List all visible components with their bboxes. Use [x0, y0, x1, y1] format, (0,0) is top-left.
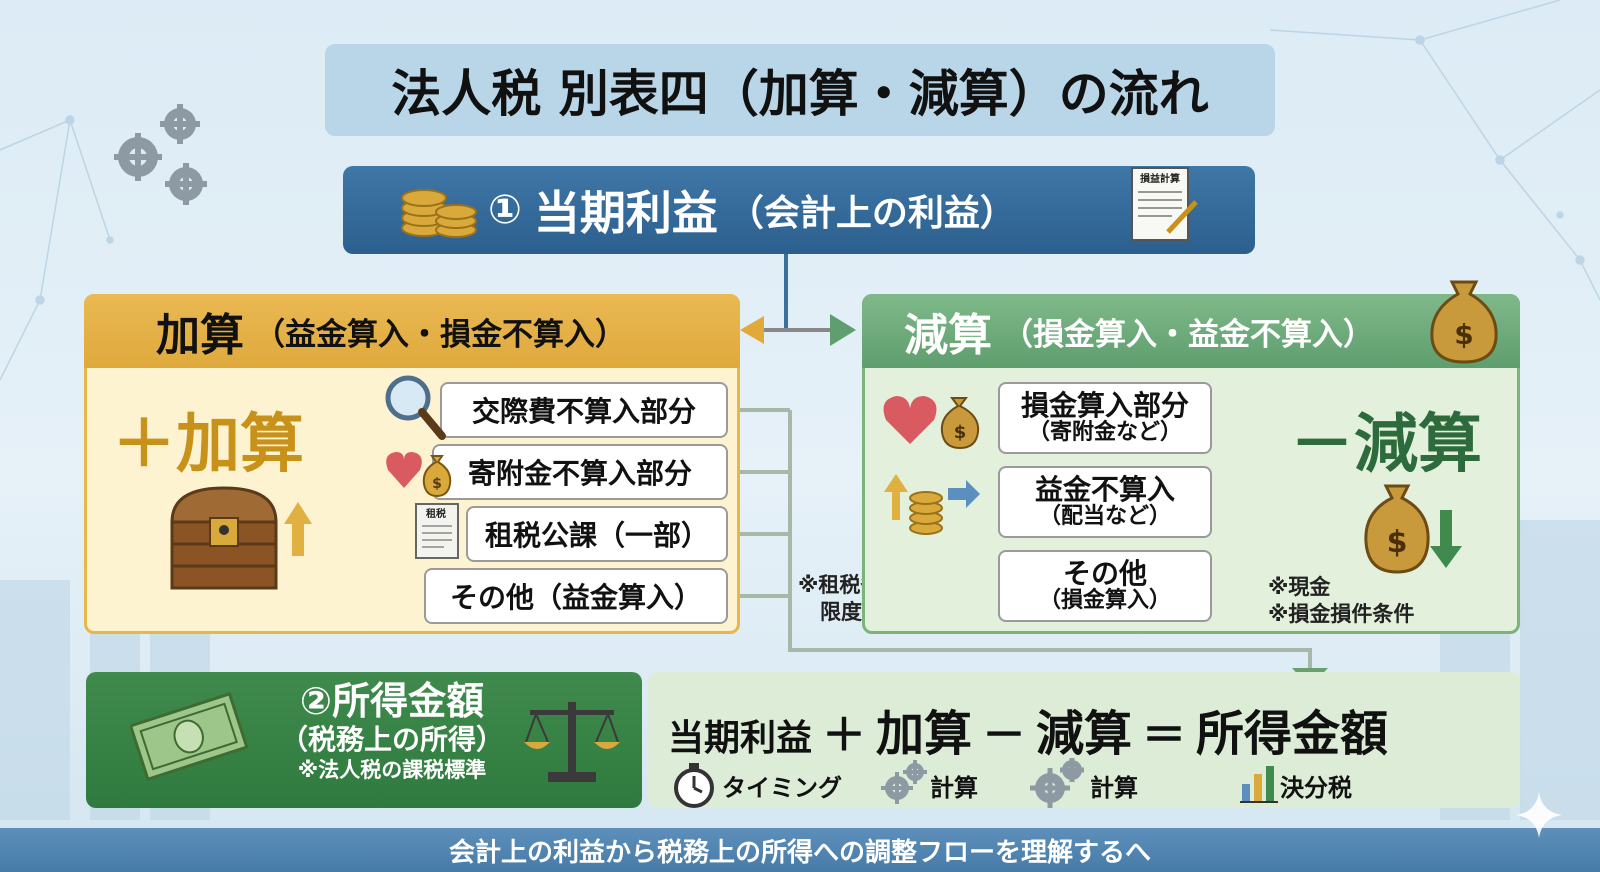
subtraction-item-sub: （配当など）: [1038, 504, 1171, 530]
svg-text:$: $: [954, 422, 967, 443]
money-bag-down-icon: $: [1364, 484, 1462, 574]
subtraction-item-sub: （寄附金など）: [1027, 420, 1182, 446]
addition-item-entertainment: 交際費不算入部分: [440, 382, 728, 438]
sparkle-icon: [1516, 792, 1562, 838]
addition-subtitle: （益金算入・損金不算入）: [254, 316, 626, 353]
footer-text: 会計上の利益から税務上の所得への調整フローを理解するへ: [448, 837, 1151, 868]
money-bag-icon: $: [1430, 280, 1498, 364]
banknote-icon: [130, 691, 249, 782]
subtraction-item-revenue-exclusion: 益金不算入 （配当など）: [998, 466, 1212, 538]
gear-icon: [881, 760, 927, 804]
taxable-income-subtitle: （税務上の所得）: [279, 722, 504, 756]
addition-note-line2: 限度: [820, 600, 862, 625]
current-profit-box: [343, 166, 1255, 254]
document-label: 損益計算: [1140, 172, 1180, 185]
addition-item-label: その他（益金算入）: [449, 581, 702, 614]
addition-big-label: ＋加算: [112, 408, 304, 482]
subtraction-big-label: －減算: [1290, 408, 1482, 482]
document-pen-icon: 損益計算: [1131, 167, 1198, 241]
subtraction-item-main: その他: [1062, 556, 1147, 590]
current-profit-subtitle: （会計上の利益）: [727, 193, 1016, 234]
subtraction-note: ※現金 ※損金損件条件: [1268, 574, 1414, 629]
subtraction-item-other: その他 （損金算入）: [998, 550, 1212, 622]
balance-scale-icon: [524, 702, 620, 782]
subtraction-note-line2: ※損金損件条件: [1268, 602, 1415, 627]
page-title: 法人税 別表四（加算・減算）の流れ: [325, 44, 1275, 136]
addition-item-donation: 寄附金不算入部分: [432, 444, 728, 500]
coin-transfer-icon: [884, 474, 980, 535]
coin-stack-icon: [401, 189, 477, 238]
subtraction-item-main: 損金算入部分: [1020, 388, 1189, 422]
subtraction-item-main: 益金不算入: [1034, 472, 1175, 506]
treasure-chest-icon: [170, 486, 312, 590]
taxable-income-note: ※法人税の課税標準: [297, 757, 487, 782]
addition-item-taxes: 租税公課（一部）: [466, 506, 728, 562]
addition-item-label: 交際費不算入部分: [471, 395, 696, 428]
gear-icon: [1030, 758, 1084, 808]
tax-document-icon: 租税: [415, 503, 459, 559]
footer-banner: 会計上の利益から税務上の所得への調整フローを理解するへ: [0, 828, 1600, 872]
legend-final-tax: 決分税: [1280, 774, 1352, 802]
svg-text:$: $: [1454, 318, 1473, 351]
gears-icon: [114, 104, 207, 205]
addition-item-label: 寄附金不算入部分: [467, 457, 692, 490]
stopwatch-icon: [674, 763, 714, 808]
bar-chart-icon: [1240, 766, 1278, 803]
svg-text:$: $: [432, 476, 442, 492]
subtraction-header: 減算 （損金算入・益金不算入）: [862, 294, 1520, 368]
formula-minus: －: [982, 710, 1027, 761]
taxable-income-title: ②所得金額: [299, 679, 485, 723]
network-lines: [0, 0, 1600, 381]
current-profit-title: 当期利益: [533, 186, 718, 240]
magnifier-icon: [385, 375, 446, 440]
subtraction-item-sub: （損金算入）: [1038, 588, 1171, 614]
addition-header: 加算 （益金算入・損金不算入）: [84, 294, 740, 368]
income-formula: 当期利益 ＋ 加算 － 減算 ＝ 所得金額: [668, 694, 1388, 764]
heart-money-bag-icon: $: [883, 396, 980, 450]
formula-plus: ＋: [822, 710, 867, 761]
legend-calculation-2: 計算: [1090, 774, 1138, 802]
addition-item-label: 租税公課（一部）: [484, 519, 709, 552]
formula-term-addition: 加算: [876, 706, 973, 762]
current-profit-label: ① 当期利益 （会計上の利益）: [488, 182, 1016, 240]
subtraction-note-line1: ※現金: [1268, 575, 1331, 599]
subtraction-subtitle: （損金算入・益金不算入）: [1002, 316, 1374, 353]
heart-money-bag-icon: $: [386, 452, 452, 498]
formula-equals: ＝: [1142, 710, 1187, 761]
page-title-text: 法人税 別表四（加算・減算）の流れ: [391, 65, 1209, 123]
svg-text:$: $: [1387, 525, 1408, 560]
legend-timing: タイミング: [722, 774, 842, 802]
tax-document-label: 租税: [426, 507, 446, 520]
formula-panel: [648, 672, 1520, 808]
addition-item-other: その他（益金算入）: [424, 568, 728, 624]
addition-title: 加算: [156, 310, 244, 361]
legend-calculation-1: 計算: [930, 774, 978, 802]
step-number: ①: [488, 187, 522, 233]
taxable-income-label: ②所得金額 （税務上の所得） ※法人税の課税標準: [262, 679, 522, 782]
subtraction-title: 減算: [904, 310, 992, 361]
formula-term-subtraction: 減算: [1036, 706, 1133, 762]
formula-term-profit: 当期利益: [668, 718, 813, 759]
subtraction-item-loss-inclusion: 損金算入部分 （寄附金など）: [998, 382, 1212, 454]
formula-term-income: 所得金額: [1196, 706, 1389, 762]
